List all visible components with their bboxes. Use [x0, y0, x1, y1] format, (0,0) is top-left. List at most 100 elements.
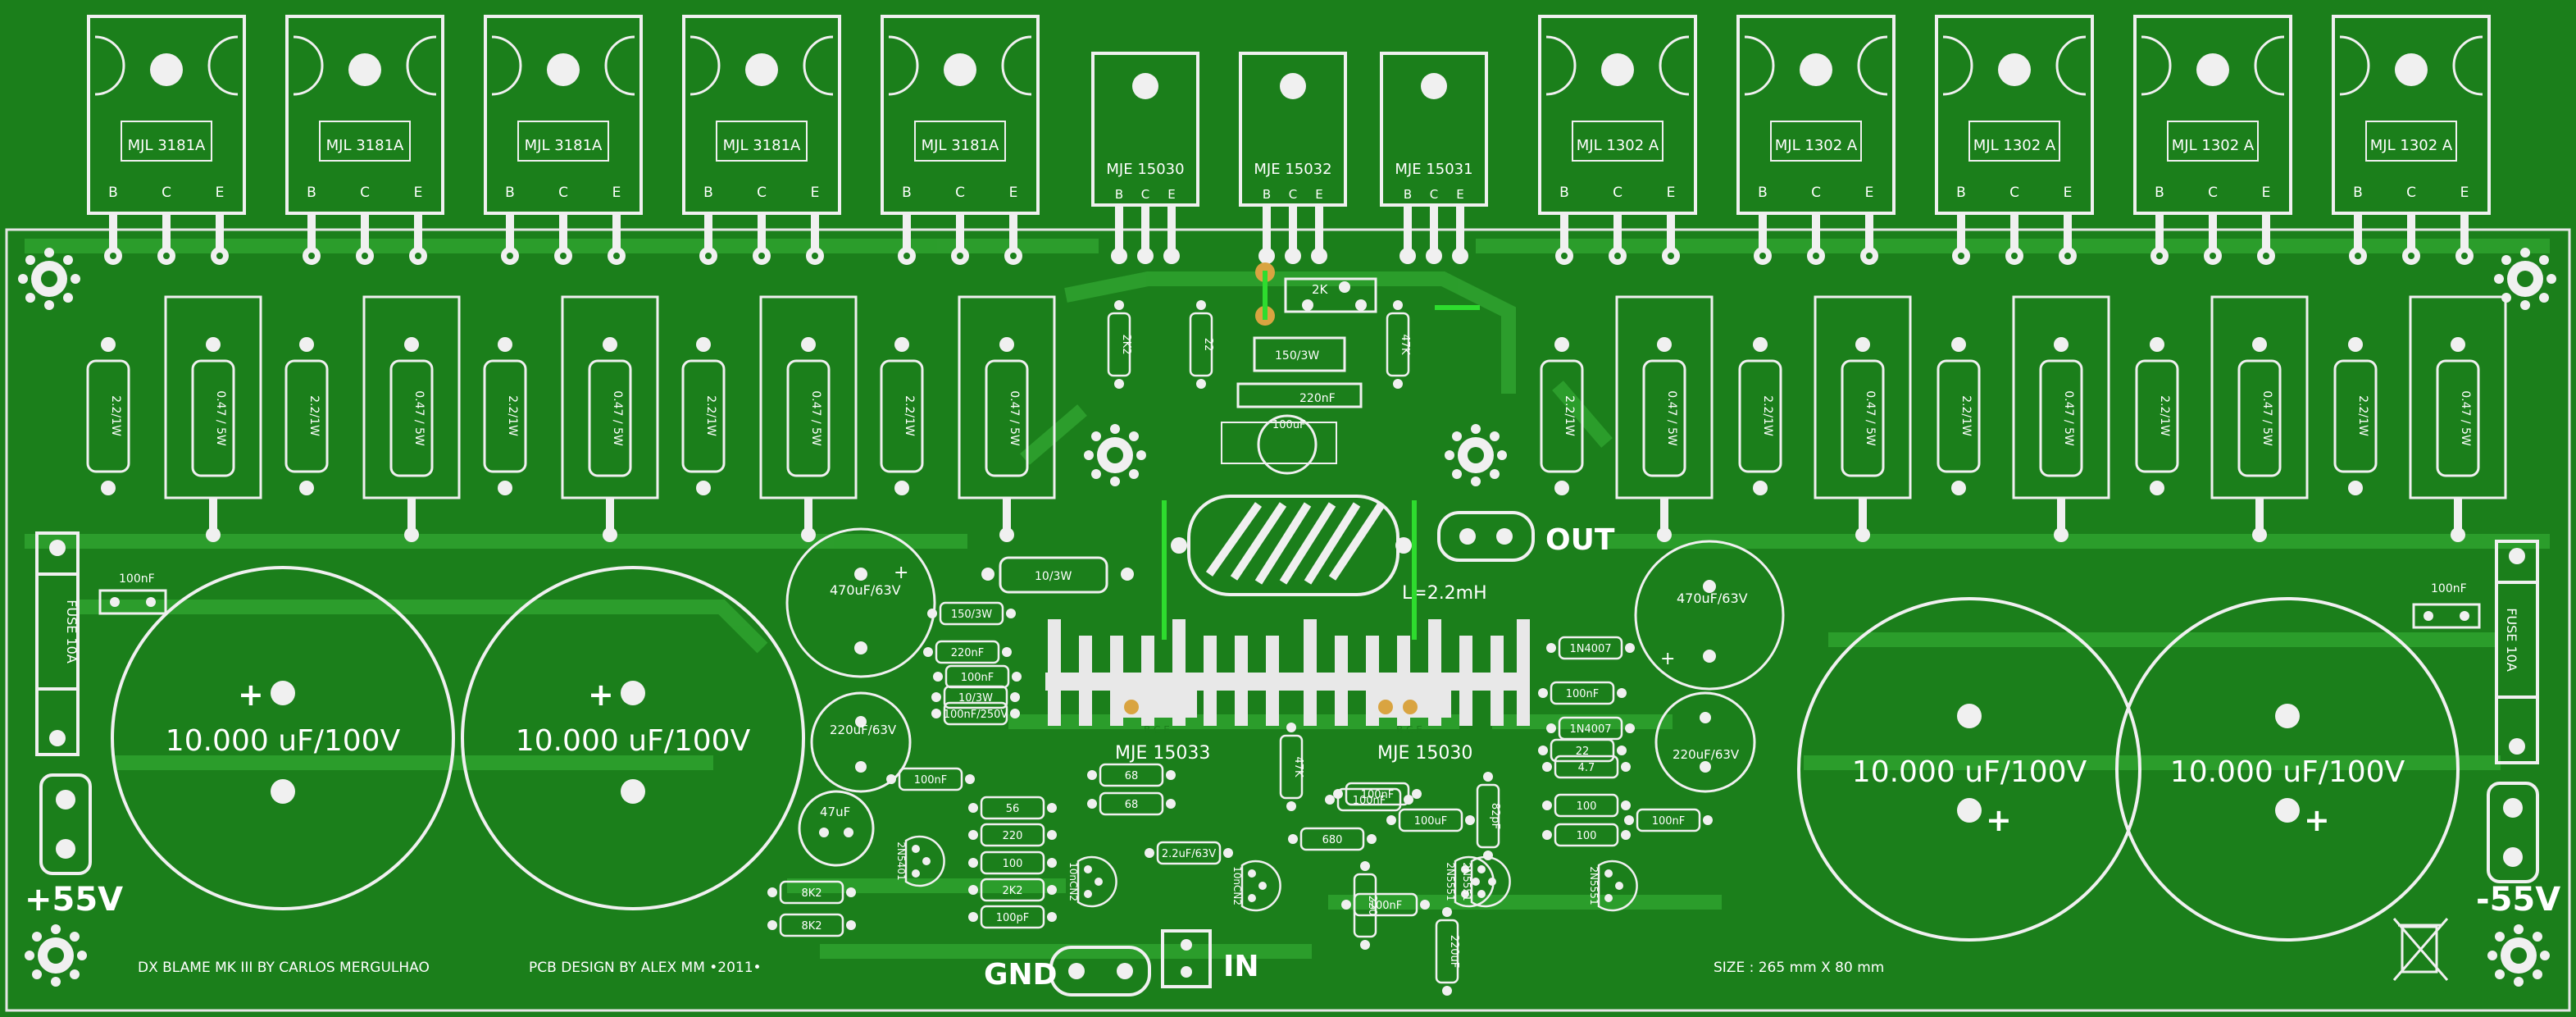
fuse-right-label: FUSE 10A [2504, 608, 2519, 672]
resistor-2w2: 2.2/1W [2333, 337, 2378, 495]
resistor-5w: 0.47 / 5W [2210, 295, 2309, 542]
driver-label: MJE 15032 [1254, 161, 1331, 178]
resistor-5w: 0.47 / 5W [164, 295, 262, 542]
pin-label: B [2353, 185, 2363, 201]
component-value: 100 [1577, 800, 1597, 813]
resistor-value: 2.2/1W [903, 395, 916, 436]
cap-47uf: 47uF [798, 790, 875, 867]
filter-capacitor: +10.000 uF/100V [2115, 597, 2460, 942]
cap-100nf-right: 100nF [2412, 582, 2481, 629]
cap-220uf-right-label: 220uF/63V [1673, 747, 1740, 762]
svg-text:150/3W: 150/3W [1275, 349, 1319, 363]
resistor-value: 2.2/1W [1563, 395, 1576, 436]
resistor-value: 2.2/1W [1761, 395, 1774, 436]
component-value: 100nF [1361, 789, 1395, 801]
mounting-holes [18, 248, 2556, 987]
capacitor-value: 10.000 uF/100V [1852, 755, 2087, 789]
transistor-label: MJL 1302 A [2172, 137, 2255, 154]
small-component: 1N4007 [1546, 636, 1635, 660]
pin-label: E [414, 185, 423, 201]
component-value: 22 [1576, 746, 1590, 758]
small-component: 100 [1542, 793, 1631, 818]
small-component: 68 [1087, 791, 1176, 816]
pin-label: B [1115, 187, 1123, 202]
component-value: 4.7 [1578, 762, 1595, 774]
small-component: 47K [1386, 300, 1411, 389]
pin-label: C [2208, 185, 2218, 201]
pin-label: B [108, 185, 118, 201]
credit-center: PCB DESIGN BY ALEX MM •2011• [529, 960, 762, 976]
small-component: 22 [1189, 300, 1214, 389]
component-value: 8K2 [801, 887, 821, 900]
small-component: 2K2 [1107, 300, 1132, 389]
resistor-value: 0.47 / 5W [214, 390, 227, 446]
small-component: 220 [968, 823, 1057, 847]
svg-text:10/3W: 10/3W [1035, 570, 1072, 583]
mount-hole-center-right [1445, 424, 1507, 486]
cap-470uf-left-label: 470uF/63V [830, 582, 901, 598]
resistor-2w2: 2.2/1W [880, 337, 924, 495]
transistor-type: 10nCN2 [1067, 862, 1079, 901]
transistor-label: MJL 1302 A [1973, 137, 2056, 154]
cap-470uf-right-label: 470uF/63V [1677, 591, 1748, 606]
resistor-value: 2.2/1W [704, 395, 717, 436]
svg-text:220nF: 220nF [1299, 392, 1336, 405]
small-component: 100nF [1341, 892, 1430, 917]
resistor-value: 2.2/1W [506, 395, 519, 436]
pin-label: C [955, 185, 965, 201]
resistor-value: 0.47 / 5W [1864, 390, 1877, 446]
component-value: 220 [1366, 896, 1378, 916]
cap-470uf-right: 470uF/63V + [1634, 540, 1785, 691]
cap-220nf: 220nF [1236, 382, 1363, 408]
board-outline [5, 228, 2571, 1012]
resistor-value: 0.47 / 5W [1665, 390, 1678, 446]
resistor-value: 0.47 / 5W [2459, 390, 2472, 446]
fuse-right: FUSE 10A [2495, 540, 2539, 764]
resistor-value: 0.47 / 5W [412, 390, 426, 446]
vplus-label: +55V [25, 881, 123, 919]
cap-220uf-left-label: 220uF/63V [830, 723, 897, 737]
component-value: 100nF [961, 672, 994, 684]
out-label: OUT [1545, 523, 1615, 557]
component-value: 56 [1006, 803, 1020, 815]
transistor-label: MJL 3181A [128, 137, 206, 154]
driver-bottom-right-label: MJE 15030 [1377, 743, 1472, 764]
pin-label: E [811, 185, 820, 201]
cap-47uf-label: 47uF [820, 805, 850, 819]
small-component: 68 [1087, 763, 1176, 787]
component-value: 1N4007 [1569, 723, 1611, 736]
resistor-5w: 0.47 / 5W [362, 295, 461, 542]
resistor-value: 2.2/1W [2158, 395, 2171, 436]
transistor-label: MJL 3181A [326, 137, 404, 154]
small-component: 82pF [1476, 772, 1501, 860]
pin-label: B [2155, 185, 2164, 201]
component-value: 100nF [1652, 815, 1686, 828]
vminus-label: -55V [2476, 881, 2560, 919]
cap-100uf-center: 100uF [1221, 414, 1337, 475]
small-component: 100uF [1386, 808, 1475, 832]
small-component: 100nF [886, 767, 975, 791]
power-terminal-minus [2487, 782, 2539, 883]
small-component: 47K [1279, 723, 1304, 811]
svg-text:2K: 2K [1312, 282, 1329, 297]
small-component: 100nF/250V [931, 701, 1020, 726]
small-component: 8K2 [767, 880, 856, 905]
driver-label: MJE 15031 [1395, 161, 1472, 178]
pin-label: C [1613, 185, 1623, 201]
resistor-5w: 0.47 / 5W [2409, 295, 2507, 542]
small-component: 22 [1538, 738, 1627, 763]
cap-100nf-left: 100nF [98, 572, 167, 615]
pin-label: B [1559, 185, 1569, 201]
component-value: 8K2 [801, 920, 821, 933]
small-component: 150/3W [927, 601, 1016, 626]
transistor-label: MJL 3181A [723, 137, 801, 154]
in-label: IN [1223, 950, 1259, 983]
capacitor-value: 10.000 uF/100V [2170, 755, 2405, 789]
polarity-plus: + [1986, 802, 2012, 838]
mount-hole-bottom-right [2487, 924, 2550, 987]
resistor-2w2: 2.2/1W [1540, 337, 1584, 495]
pin-label: B [307, 185, 316, 201]
